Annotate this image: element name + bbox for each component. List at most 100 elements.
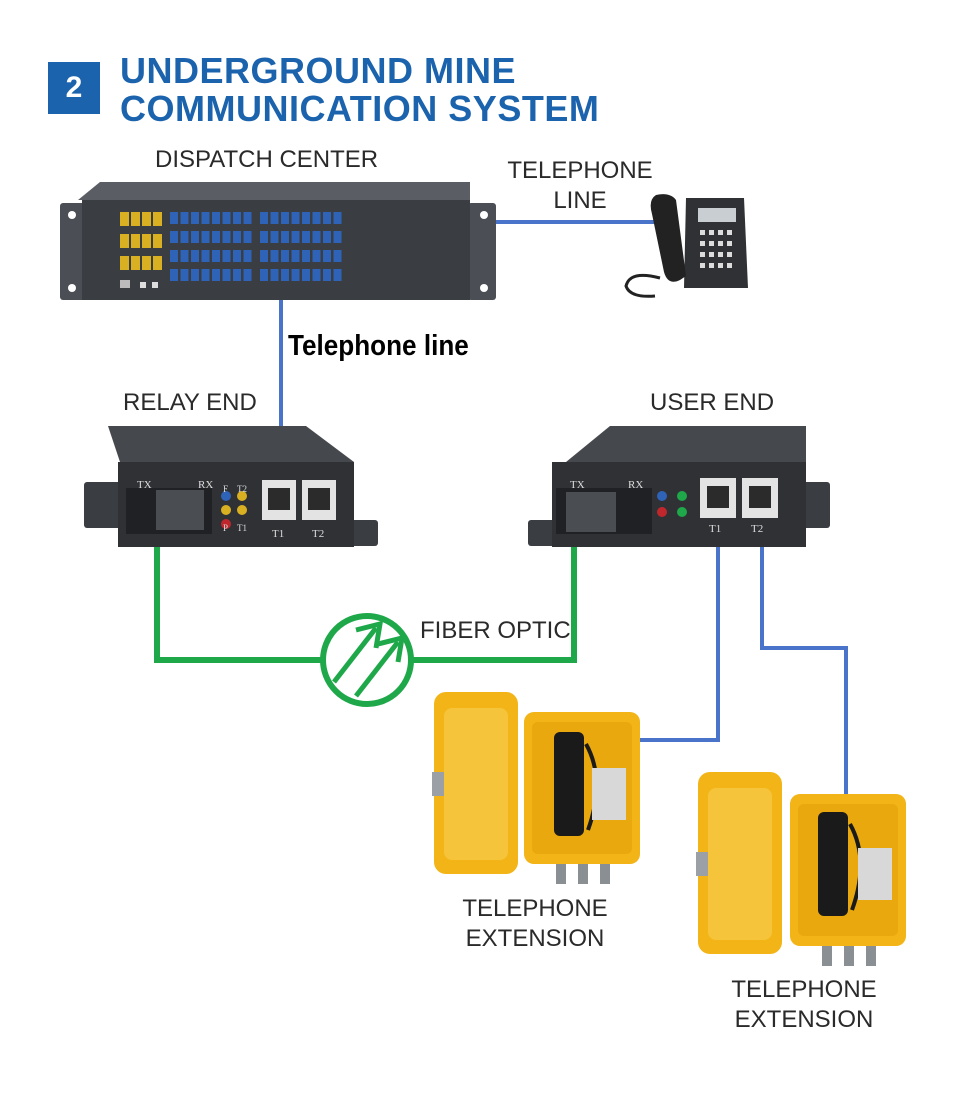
yellow-port [120, 212, 129, 226]
blue-port [170, 231, 178, 243]
relay-t1-label: T1 [272, 528, 284, 540]
blue-port [212, 269, 220, 281]
fiber-line [154, 512, 577, 663]
blue-port [291, 250, 300, 262]
yellow-port [131, 256, 140, 270]
desk-phone-key [709, 230, 714, 235]
blue-port [243, 250, 252, 262]
blue-port [270, 212, 279, 224]
desk-phone-key [727, 252, 732, 257]
yellow-port [153, 234, 162, 248]
desk-phone-key [727, 263, 732, 268]
yellow-port [120, 234, 129, 248]
blue-port [260, 250, 268, 262]
blue-port [201, 269, 210, 281]
user-tx-label: TX [570, 479, 585, 491]
blue-port [170, 250, 178, 262]
line-user-to-extension-2 [760, 502, 848, 800]
yellow-port [142, 212, 151, 226]
blue-port [233, 250, 241, 262]
blue-port [191, 231, 199, 243]
blue-port [243, 212, 252, 224]
section-number-badge: 2 [48, 62, 100, 114]
yellow-port [131, 234, 140, 248]
user-t2-label: T2 [751, 523, 763, 535]
yellow-port [131, 212, 140, 226]
dispatch-center-label: DISPATCH CENTER [155, 146, 379, 173]
blue-port [302, 231, 310, 243]
blue-port [323, 212, 331, 224]
blue-port [333, 269, 342, 281]
relay-end-device: TX RX F P T2 T1 T1 T2 [84, 426, 378, 547]
yellow-port [153, 256, 162, 270]
telephone-line-top-label: TELEPHONE LINE [500, 156, 660, 216]
blue-port [222, 250, 231, 262]
blue-port [270, 269, 279, 281]
keypad-icon [592, 768, 626, 820]
blue-port [333, 231, 342, 243]
blue-port [260, 231, 268, 243]
blue-port [312, 231, 321, 243]
blue-port [180, 250, 189, 262]
blue-port [270, 250, 279, 262]
blue-port [333, 212, 342, 224]
desk-phone-key [727, 230, 732, 235]
blue-port [333, 250, 342, 262]
desk-phone-key [709, 241, 714, 246]
blue-port [191, 269, 199, 281]
desk-phone-icon [624, 194, 748, 298]
keypad-icon [858, 848, 892, 900]
blue-port [233, 269, 241, 281]
yellow-port-block [120, 212, 162, 270]
blue-port [260, 212, 268, 224]
desk-phone-key [718, 230, 723, 235]
blue-port [281, 269, 289, 281]
fiber-relay-segment [154, 515, 322, 663]
blue-port [281, 212, 289, 224]
blue-port [170, 269, 178, 281]
blue-port [233, 231, 241, 243]
telephone-extension-2-label: TELEPHONE EXTENSION [724, 975, 884, 1035]
desk-phone-key [727, 241, 732, 246]
title-line-2: COMMUNICATION SYSTEM [120, 88, 600, 129]
fiber-optic-arrows-icon [320, 613, 414, 707]
yellow-port [153, 212, 162, 226]
extension-1-line-1: TELEPHONE [462, 895, 608, 922]
blue-port [201, 250, 210, 262]
yellow-port [120, 256, 129, 270]
blue-port [312, 212, 321, 224]
blue-port [222, 231, 231, 243]
blue-port [302, 212, 310, 224]
extension-1-line-2: EXTENSION [465, 925, 605, 952]
blue-port [243, 231, 252, 243]
desk-phone-key [718, 263, 723, 268]
blue-port [212, 250, 220, 262]
blue-port [291, 269, 300, 281]
blue-port [291, 231, 300, 243]
blue-port [212, 212, 220, 224]
relay-f-label: F [223, 484, 228, 494]
title-line-1: UNDERGROUND MINE [120, 50, 517, 91]
desk-phone-key [709, 263, 714, 268]
desk-phone-key [709, 252, 714, 257]
blue-port [302, 269, 310, 281]
blue-port [212, 231, 220, 243]
blue-port [323, 250, 331, 262]
desk-phone-key [718, 241, 723, 246]
telephone-extension-2 [696, 772, 906, 966]
telephone-extension-1 [432, 692, 640, 884]
blue-port [180, 269, 189, 281]
page-title: UNDERGROUND MINE COMMUNICATION SYSTEM [120, 52, 599, 128]
desk-phone-key [700, 252, 705, 257]
blue-port [222, 212, 231, 224]
dispatch-center-device [60, 182, 496, 300]
telephone-line-top-line-1: TELEPHONE [507, 157, 653, 184]
line-user-to-extension-1 [640, 502, 720, 742]
relay-t1-small-label: T1 [237, 523, 247, 533]
relay-tx-label: TX [137, 479, 152, 491]
fiber-user-segment [412, 512, 577, 663]
blue-port [233, 212, 241, 224]
blue-port [270, 231, 279, 243]
blue-port [243, 269, 252, 281]
